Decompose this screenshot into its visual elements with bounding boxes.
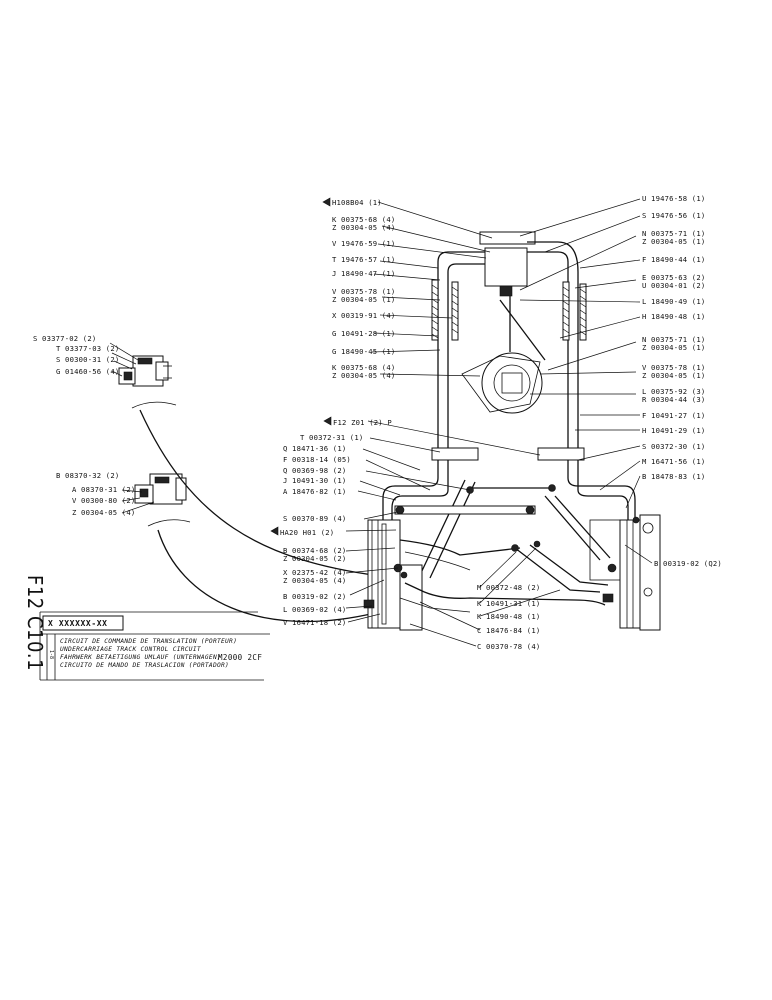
main-circuit bbox=[363, 231, 661, 631]
valve-b-labels: B 08370-32 (2) A 08370-31 (2) V 00300-80 (… bbox=[56, 471, 135, 517]
part-label: F 18490-44 (1) bbox=[642, 255, 705, 264]
part-label: A 18476-82 (1) bbox=[283, 487, 346, 496]
part-label: K 18490-48 (1) bbox=[477, 612, 540, 621]
part-label: S 00300-31 (2) bbox=[56, 355, 119, 364]
part-label: Z 00304-05 (1) bbox=[642, 237, 705, 246]
part-label: G 01460-56 (4) bbox=[56, 367, 119, 376]
part-label: V 16471-18 (2) bbox=[283, 618, 346, 627]
right-part-labels: U 19476-58 (1) S 19476-56 (1) N 00375-71 (… bbox=[477, 194, 722, 651]
document-code: F12 C10.1 bbox=[23, 575, 47, 671]
part-label: S 03377-02 (2) bbox=[33, 334, 96, 343]
part-label: G 18490-45 (1) bbox=[332, 347, 395, 356]
part-label: R 00304-44 (3) bbox=[642, 395, 705, 404]
part-label: J 10491-30 (1) bbox=[283, 476, 346, 485]
valve-detail-a bbox=[109, 342, 177, 409]
part-label: Z 00304-05 (4) bbox=[332, 223, 395, 232]
part-label: C 18476-84 (1) bbox=[477, 626, 540, 635]
part-label: Z 00304-05 (1) bbox=[332, 295, 395, 304]
part-label: L 00369-02 (4) bbox=[283, 605, 346, 614]
part-label: B 00374-68 (2) bbox=[283, 546, 346, 555]
part-label: V 00300-80 (2) bbox=[72, 496, 135, 505]
right-leaders bbox=[409, 198, 653, 647]
part-label: C 00370-78 (4) bbox=[477, 642, 540, 651]
part-label: Z 00304-05 (1) bbox=[642, 371, 705, 380]
part-label: Q 00369-98 (2) bbox=[283, 466, 346, 475]
part-label: U 19476-58 (1) bbox=[642, 194, 705, 203]
part-label: F 00318-14 (05) bbox=[283, 455, 351, 464]
part-label: V 00375-78 (1) bbox=[642, 363, 705, 372]
model-label: M2000 2CF bbox=[218, 653, 262, 662]
part-label: Z 00304-05 (4) bbox=[332, 371, 395, 380]
part-label: S 00372-30 (1) bbox=[642, 442, 705, 451]
part-label: Z 00304-05 (1) bbox=[642, 343, 705, 352]
part-label: E 00375-63 (2) bbox=[642, 273, 705, 282]
part-label: Z 00304-05 (4) bbox=[283, 576, 346, 585]
part-label: H108B04 (1) bbox=[332, 198, 382, 207]
side-mark: 1-8 bbox=[48, 650, 54, 659]
part-label: B 00319-02 (Q2) bbox=[654, 559, 722, 568]
part-label: B 08370-32 (2) bbox=[56, 471, 119, 480]
part-label: K 10491-31 (1) bbox=[477, 599, 540, 608]
part-label: G 10491-28 (1) bbox=[332, 329, 395, 338]
part-label: N 00375-71 (1) bbox=[642, 229, 705, 238]
part-label: H 18490-48 (1) bbox=[642, 312, 705, 321]
part-label: Z 00304-05 (4) bbox=[72, 508, 135, 517]
part-label: H 10491-29 (1) bbox=[642, 426, 705, 435]
left-leaders bbox=[345, 201, 541, 623]
part-label: K 00375-68 (4) bbox=[332, 363, 395, 372]
title-en: UNDERCARRIAGE TRACK CONTROL CIRCUIT bbox=[60, 646, 202, 653]
pointer-arrow-icon bbox=[322, 197, 331, 207]
part-label: B 18478-83 (1) bbox=[642, 472, 705, 481]
part-label: S 00370-89 (4) bbox=[283, 514, 346, 523]
part-label: T 19476-57 (1) bbox=[332, 255, 395, 264]
valve-detail-b bbox=[121, 473, 191, 527]
part-label: K 00375-68 (4) bbox=[332, 215, 395, 224]
title-es: CIRCUITO DE MANDO DE TRASLACION (PORTADO… bbox=[60, 662, 229, 669]
part-label: HA20 H01 (2) bbox=[280, 528, 334, 537]
pointer-arrow-icon bbox=[270, 526, 279, 536]
part-label: F12 Z01 (2) P bbox=[333, 418, 392, 427]
part-label: M 00372-48 (2) bbox=[477, 583, 540, 592]
part-label: U 00304-01 (2) bbox=[642, 281, 705, 290]
title-block: X XXXXXX-XX 1-8 CIRCUIT DE COMMANDE DE T… bbox=[39, 611, 270, 681]
part-label: X 00319-91 (4) bbox=[332, 311, 395, 320]
part-label: S 19476-56 (1) bbox=[642, 211, 705, 220]
title-fr: CIRCUIT DE COMMANDE DE TRANSLATION (PORT… bbox=[60, 638, 237, 645]
part-label: F 10491-27 (1) bbox=[642, 411, 705, 420]
part-label: V 00375-78 (1) bbox=[332, 287, 395, 296]
title-de: FAHRWERK BETAETIGUNG UMLAUF (UNTERWAGEN) bbox=[60, 654, 221, 661]
part-label: L 18490-49 (1) bbox=[642, 297, 705, 306]
reference-box: X XXXXXX-XX bbox=[48, 619, 108, 628]
part-label: T 00372-31 (1) bbox=[300, 433, 363, 442]
part-label: A 08370-31 (2) bbox=[72, 485, 135, 494]
left-part-labels: H108B04 (1)K 00375-68 (4)Z 00304-05 (4)V… bbox=[280, 198, 395, 627]
part-label: Z 00304-05 (2) bbox=[283, 554, 346, 563]
part-label: X 02375-42 (4) bbox=[283, 568, 346, 577]
valve-a-labels: S 03377-02 (2)T 03377-03 (2) S 00300-31 (… bbox=[33, 334, 119, 376]
part-label: N 00375-71 (1) bbox=[642, 335, 705, 344]
part-label: V 19476-59 (1) bbox=[332, 239, 395, 248]
part-label: Q 18471-36 (1) bbox=[283, 444, 346, 453]
part-label: L 00375-92 (3) bbox=[642, 387, 705, 396]
part-label: T 03377-03 (2) bbox=[56, 344, 119, 353]
part-label: B 00319-02 (2) bbox=[283, 592, 346, 601]
part-label: J 18490-47 (1) bbox=[332, 269, 395, 278]
part-label: M 16471-56 (1) bbox=[642, 457, 705, 466]
pointer-arrow-icon bbox=[323, 416, 332, 426]
